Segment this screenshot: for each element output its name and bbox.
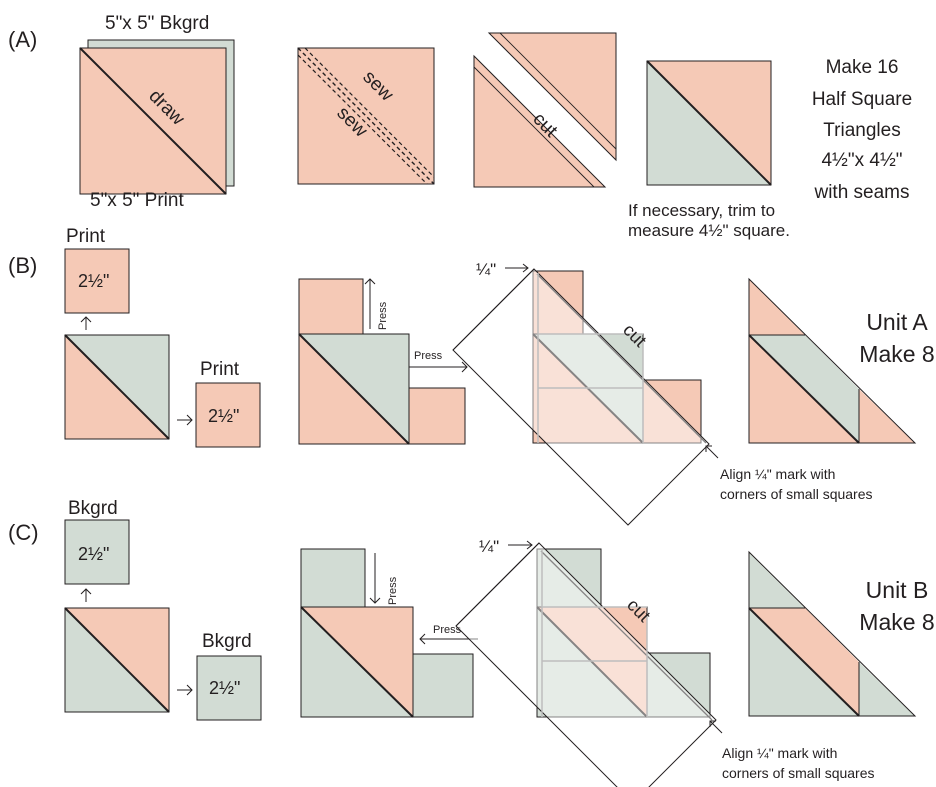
press-right-label: Press xyxy=(414,350,443,362)
hst-unit-a xyxy=(64,334,170,440)
stacked-squares xyxy=(79,39,235,195)
svg-text:Align ¼" mark with: Align ¼" mark with xyxy=(722,745,837,761)
bkgrd-square-top xyxy=(64,519,130,585)
size-right-label: 2½" xyxy=(208,406,239,426)
print-square-right xyxy=(195,382,261,448)
svg-text:Align ¼" mark with: Align ¼" mark with xyxy=(720,466,835,482)
finished-hst xyxy=(646,60,772,186)
pressed-unit-b xyxy=(300,548,474,718)
svg-text:Triangles: Triangles xyxy=(823,120,900,141)
quarter-inch-label-c: ¼" xyxy=(479,537,499,556)
arrow-up-icon xyxy=(80,316,92,330)
sew-square xyxy=(297,47,435,185)
size-top-label-c: 2½" xyxy=(78,544,109,564)
bkgrd-top-label: Bkgrd xyxy=(68,498,118,519)
svg-text:Unit B: Unit B xyxy=(866,577,929,603)
press-right-arrow-icon xyxy=(409,361,468,373)
quarter-arrow-icon xyxy=(505,263,529,273)
print-size-label: 5"x 5" Print xyxy=(90,190,184,211)
cut-triangles xyxy=(473,32,617,188)
hst-unit-b xyxy=(64,607,170,713)
align-arrow-icon-c xyxy=(709,720,723,734)
svg-text:Make 8: Make 8 xyxy=(859,341,934,367)
svg-text:4½"x 4½": 4½"x 4½" xyxy=(821,150,902,171)
unit-a-finished xyxy=(748,277,917,444)
row-b-label: (B) xyxy=(8,253,37,278)
svg-text:measure 4½" square.: measure 4½" square. xyxy=(628,221,790,240)
quarter-inch-label-b: ¼" xyxy=(476,260,496,279)
print-square-top xyxy=(64,248,130,314)
press-down-arrow-icon xyxy=(369,553,381,604)
svg-text:If necessary, trim to: If necessary, trim to xyxy=(628,201,775,220)
align-note-c: Align ¼" mark with corners of small squa… xyxy=(722,745,875,781)
arrow-up-icon-c xyxy=(80,588,92,602)
unit-b-label: Unit B Make 8 xyxy=(859,577,934,635)
svg-text:corners of small squares: corners of small squares xyxy=(722,765,875,781)
ruler-c xyxy=(455,542,717,787)
print-top-label: Print xyxy=(66,226,106,247)
pressed-unit-a xyxy=(298,278,466,445)
ruler-b xyxy=(452,268,710,526)
align-note-b: Align ¼" mark with corners of small squa… xyxy=(720,466,873,502)
svg-text:Make 8: Make 8 xyxy=(859,609,934,635)
size-top-label: 2½" xyxy=(78,271,109,291)
bkgrd-size-label: 5"x 5" Bkgrd xyxy=(105,13,209,34)
svg-text:Unit A: Unit A xyxy=(866,309,928,335)
make-16-text: Make 16 Half Square Triangles 4½"x 4½" w… xyxy=(812,57,912,203)
svg-text:Half Square: Half Square xyxy=(812,89,912,110)
svg-text:corners of small squares: corners of small squares xyxy=(720,486,873,502)
bkgrd-square-right xyxy=(196,655,262,721)
press-down-label: Press xyxy=(387,576,399,605)
svg-text:with seams: with seams xyxy=(813,182,909,203)
press-up-label: Press xyxy=(377,301,389,330)
print-right-label: Print xyxy=(200,359,240,380)
size-right-label-c: 2½" xyxy=(209,678,240,698)
bkgrd-right-label: Bkgrd xyxy=(202,631,252,652)
align-arrow-icon xyxy=(705,445,719,459)
svg-text:Make 16: Make 16 xyxy=(826,57,899,78)
unit-a-label: Unit A Make 8 xyxy=(859,309,934,367)
quarter-arrow-icon-c xyxy=(508,540,533,550)
arrow-right-icon-c xyxy=(177,684,193,696)
row-c-label: (C) xyxy=(8,520,39,545)
press-up-arrow-icon xyxy=(364,278,376,329)
press-left-label: Press xyxy=(433,624,462,636)
unit-b-with-ruler xyxy=(536,548,713,721)
arrow-right-icon xyxy=(177,414,193,426)
row-a-label: (A) xyxy=(8,27,37,52)
unit-b-finished xyxy=(748,550,917,717)
trim-note: If necessary, trim to measure 4½" square… xyxy=(628,201,790,240)
